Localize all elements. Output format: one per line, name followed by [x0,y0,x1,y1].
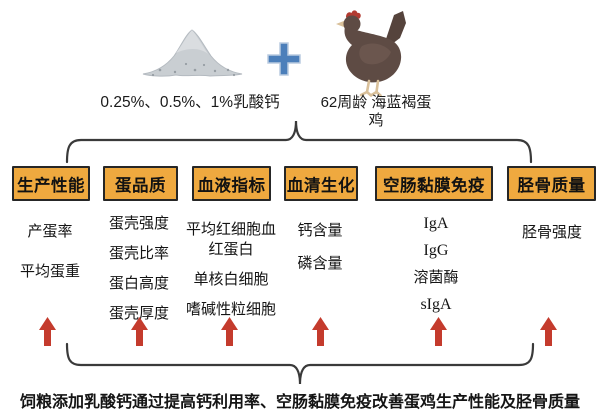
list-item: 溶菌酶 [413,269,459,286]
list-item: 蛋白高度 [108,275,169,292]
metric-box-tibia: 胫骨质量 [507,166,596,201]
list-item: 产蛋率 [27,223,73,240]
up-arrow-icon [540,317,557,346]
list-item: 胫骨强度 [521,224,582,241]
top-brace [65,120,533,164]
metric-list-production: 产蛋率 平均蛋重 [1,222,99,302]
metric-list-jejunal-immunity: IgA IgG 溶菌酶 sIgA [387,214,485,322]
list-item: 钙含量 [297,222,343,239]
list-item: IgG [423,242,449,259]
list-item: IgA [423,215,449,232]
supplement-label: 0.25%、0.5%、1%乳酸钙 [100,94,280,111]
up-arrow-icon [221,317,238,346]
metric-box-serum: 血清生化 [284,166,358,201]
list-item: 单核白细胞 [193,271,269,288]
list-item: 平均红细胞血红蛋白 [185,221,276,258]
metric-box-jejunal-immunity: 空肠黏膜免疫 [375,166,493,201]
metric-list-blood: 平均红细胞血红蛋白 单核白细胞 嗜碱性粒细胞 [180,220,282,330]
list-item: 嗜碱性粒细胞 [185,301,276,318]
metric-box-egg-quality: 蛋品质 [103,166,178,201]
metric-list-tibia: 胫骨强度 [503,223,600,242]
plus-icon [267,42,301,76]
metric-list-serum: 钙含量 磷含量 [271,221,369,287]
list-item: 蛋壳厚度 [108,305,169,322]
up-arrow-icon [39,317,56,346]
bottom-brace [65,342,535,385]
up-arrow-icon [131,317,148,346]
list-item: 蛋壳比率 [108,245,169,262]
hen-breed-label: 海蓝褐蛋鸡 [368,94,432,129]
metric-box-blood: 血液指标 [192,166,271,201]
hen-label: 62周龄 海蓝褐蛋鸡 [318,94,434,130]
list-item: sIgA [420,296,452,313]
up-arrow-icon [312,317,329,346]
metric-list-egg-quality: 蛋壳强度 蛋壳比率 蛋白高度 蛋壳厚度 [90,214,188,334]
conclusion-text: 饲粮添加乳酸钙通过提高钙利用率、空肠黏膜免疫改善蛋鸡生产性能及胫骨质量 [19,394,580,411]
hen-icon [336,10,406,97]
up-arrow-icon [430,317,447,346]
powder-icon [142,29,243,77]
metric-box-production: 生产性能 [12,166,90,201]
list-item: 平均蛋重 [19,263,80,280]
list-item: 蛋壳强度 [108,215,169,232]
list-item: 磷含量 [297,255,343,272]
hen-age-label: 62周龄 [320,94,368,111]
